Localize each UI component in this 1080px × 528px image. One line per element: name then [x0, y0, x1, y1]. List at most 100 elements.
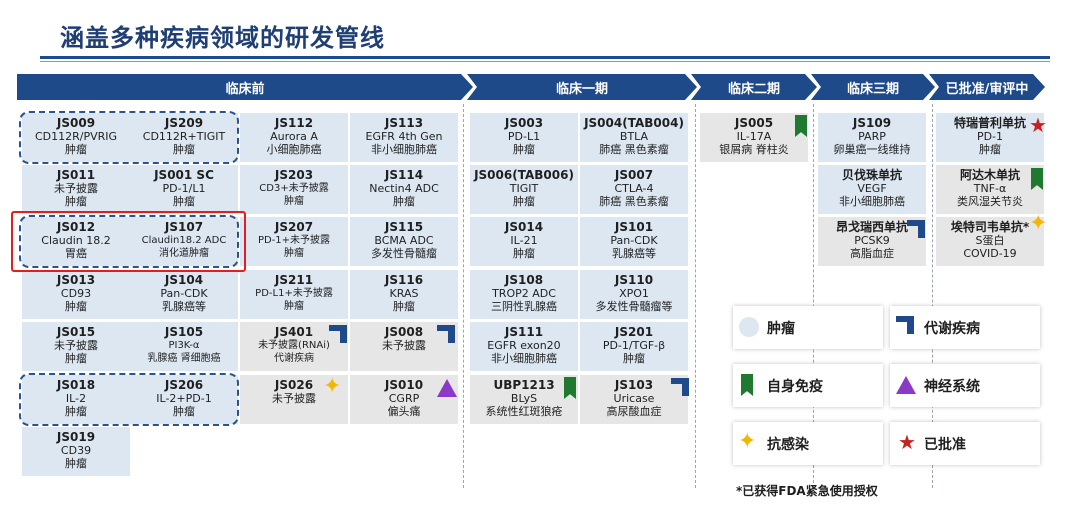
- drug-code: 阿达木单抗: [959, 168, 1020, 182]
- title-underline: [40, 56, 1050, 59]
- drug-indication: 肿瘤: [65, 143, 87, 156]
- drug-indication: 肿瘤: [65, 405, 87, 418]
- phase-1-label: 临床一期: [555, 81, 608, 97]
- drug-code: JS116: [384, 273, 424, 287]
- drug-code: JS010: [384, 378, 424, 392]
- legend-metabolic: 代谢疾病: [890, 306, 1040, 349]
- drug-code: JS003: [504, 116, 544, 130]
- legend-tumor: 肿瘤: [733, 306, 883, 349]
- drug-code: JS018: [56, 378, 96, 392]
- drug-target: Claudin18.2 ADC: [141, 235, 227, 246]
- drug-code: JS005: [734, 116, 774, 130]
- phase-preclinical-label: 临床前: [225, 81, 265, 97]
- drug-target: Pan-CDK: [610, 234, 658, 247]
- drug-indication: 肿瘤: [173, 405, 195, 418]
- drug-target: BCMA ADC: [374, 234, 434, 247]
- autoimmune-icon: [564, 377, 576, 399]
- drug-code: JS203: [274, 168, 314, 182]
- metabolic-icon: [671, 378, 689, 396]
- drug-code: JS004(TAB004): [584, 116, 684, 130]
- drug-indication: 乳腺癌 肾细胞癌: [147, 353, 221, 364]
- drug-indication: 肿瘤: [284, 196, 304, 207]
- drug-target: Nectin4 ADC: [369, 182, 439, 195]
- drug-target: CD39: [60, 444, 92, 457]
- metabolic-icon: [329, 325, 347, 343]
- drug-indication: 非小细胞肺癌: [839, 195, 905, 208]
- metabolic-icon: [907, 220, 925, 238]
- legend-approved-label: 已批准: [924, 437, 966, 453]
- drug-indication: 高尿酸血症: [606, 405, 662, 418]
- drug-target: 未予披露(RNAi): [258, 340, 330, 351]
- drug-target: PCSK9: [854, 234, 890, 247]
- drug-code: JS201: [614, 325, 654, 339]
- drug-indication: 偏头痛: [387, 405, 421, 418]
- drug-code: JS006(TAB006): [474, 168, 574, 182]
- drug-target: PD-L1: [507, 130, 541, 143]
- drug-indication: 肿瘤: [65, 195, 87, 208]
- drug-code: JS104: [164, 273, 204, 287]
- drug-code: 埃特司韦单抗*: [950, 220, 1030, 234]
- drug-indication: 高脂血症: [850, 247, 894, 260]
- drug-indication: 银屑病 脊柱炎: [719, 143, 789, 156]
- drug-indication: 肿瘤: [284, 301, 304, 312]
- drug-target: CD112R/PVRIG: [34, 130, 118, 143]
- drug-target: XPO1: [619, 287, 649, 300]
- drug-code: JS008: [384, 325, 424, 339]
- legend-neuro-label: 神经系统: [924, 379, 980, 395]
- drug-target: CTLA-4: [614, 182, 654, 195]
- drug-indication: 肿瘤: [284, 248, 304, 259]
- drug-indication: 肿瘤: [513, 195, 535, 208]
- drug-target: PARP: [858, 130, 886, 143]
- drug-indication: 肿瘤: [623, 352, 645, 365]
- tumor-icon: [739, 317, 759, 337]
- drug-indication: 肿瘤: [393, 300, 415, 313]
- phase-approved: 已批准/审评中: [929, 74, 1045, 100]
- drug-indication: 肿瘤: [513, 247, 535, 260]
- drug-target: 未予披露: [54, 182, 98, 195]
- drug-target: CD112R+TIGIT: [142, 130, 226, 143]
- legend-autoimmune-label: 自身免疫: [767, 379, 823, 395]
- neuro-icon: [437, 379, 457, 397]
- drug-code: UBP1213: [493, 378, 555, 392]
- column-divider: [695, 104, 696, 488]
- drug-indication: 多发性骨髓瘤等: [595, 300, 673, 313]
- drug-indication: 肿瘤: [979, 143, 1001, 156]
- drug-indication: 胃癌: [65, 247, 87, 260]
- title-underline-thin: [40, 61, 1050, 62]
- drug-target: IL-17A: [736, 130, 772, 143]
- approved-star-icon: ★: [898, 430, 916, 454]
- autoimmune-icon: [741, 374, 753, 396]
- drug-target: Claudin 18.2: [41, 234, 111, 247]
- anti-infective-icon: ✦: [323, 374, 342, 399]
- drug-target: EGFR 4th Gen: [365, 130, 443, 143]
- phase-approved-label: 已批准/审评中: [945, 81, 1029, 97]
- drug-target: Pan-CDK: [160, 287, 208, 300]
- drug-indication: 非小细胞肺癌: [491, 352, 557, 365]
- drug-indication: 多发性骨髓瘤: [371, 247, 437, 260]
- drug-code: JS013: [56, 273, 96, 287]
